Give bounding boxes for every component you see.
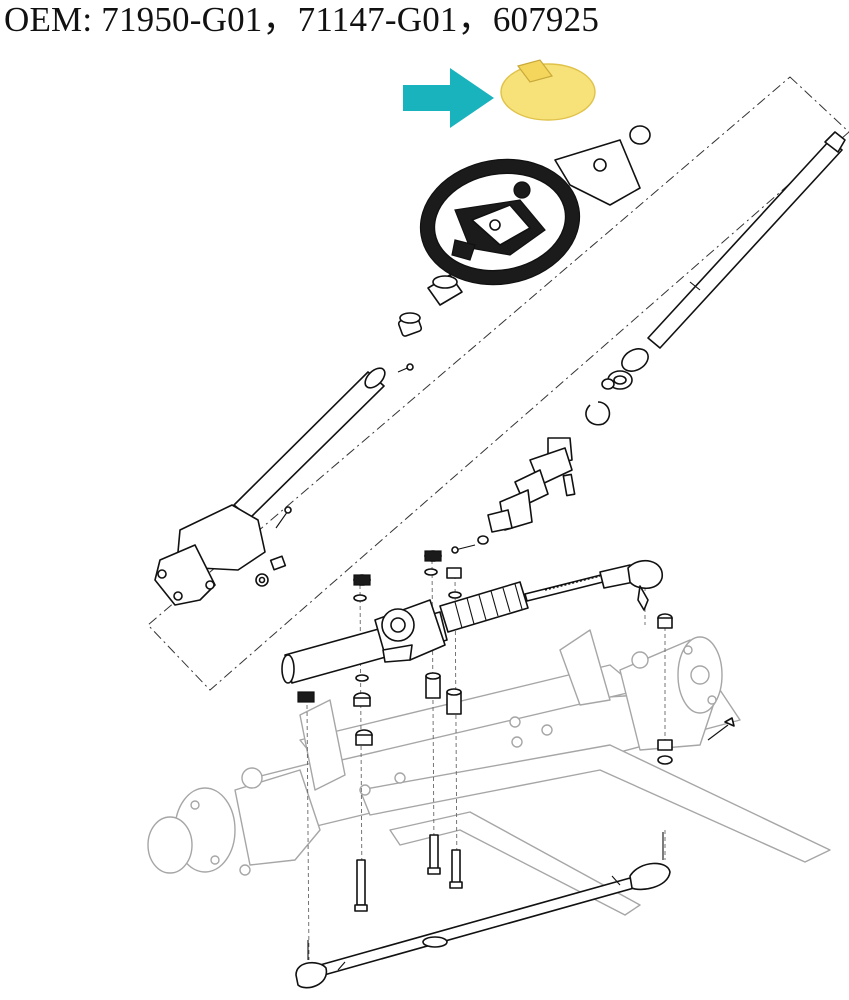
tie-rod	[295, 832, 671, 989]
dash-bezel	[554, 125, 651, 206]
oem-header: OEM: 71950-G01，71147-G01，607925	[4, 0, 600, 39]
steering-wheel	[419, 158, 581, 286]
leaf-spring-right	[359, 744, 831, 863]
column-bushings	[397, 274, 463, 373]
leaf-spring-left	[389, 811, 641, 916]
intermediate-shaft	[451, 437, 576, 554]
steering-rack	[281, 559, 663, 684]
front-axle-assembly	[147, 629, 831, 916]
horn-cap-highlight	[500, 59, 596, 121]
steering-shaft	[647, 131, 846, 349]
steering-column-tube	[154, 367, 386, 606]
right-wheel-hub	[619, 636, 723, 751]
column-group-frame	[147, 76, 849, 691]
shaft-bearing-set	[585, 348, 649, 426]
left-wheel-hub	[147, 767, 321, 876]
arrow-right-icon	[403, 68, 494, 128]
fasteners-center	[297, 550, 735, 765]
mounting-bolts	[354, 834, 463, 912]
